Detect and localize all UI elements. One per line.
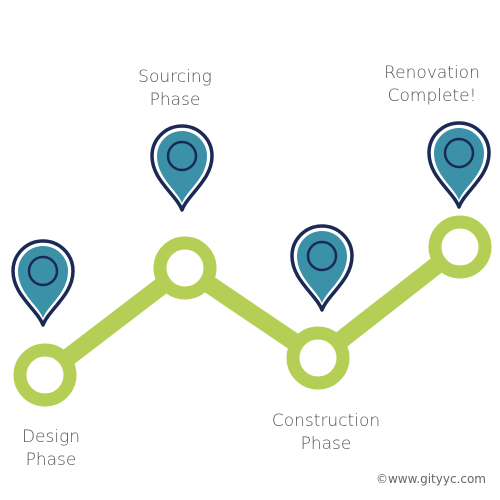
milestone-node-construction — [286, 326, 350, 390]
milestone-label-line2: Phase — [149, 89, 201, 110]
timeline-path — [36, 238, 469, 384]
milestone-label-design: Design Phase — [22, 426, 80, 472]
milestone-label-line2: Phase — [300, 433, 352, 454]
milestone-node-design — [13, 343, 77, 407]
map-pin-icon — [290, 224, 354, 312]
milestone-label-renovation: Renovation Complete! — [384, 62, 480, 108]
milestone-label-line2: Complete! — [387, 85, 477, 106]
milestone-label-line1: Renovation — [384, 63, 480, 83]
copyright-text: ©www.gityyc.com — [375, 472, 486, 486]
milestone-label-line2: Phase — [25, 449, 77, 470]
map-pin-icon — [427, 121, 491, 209]
map-pin-icon — [150, 124, 214, 212]
milestone-node-renovation — [428, 215, 492, 279]
milestone-label-line1: Sourcing — [138, 67, 212, 87]
milestone-label-construction: Construction Phase — [272, 410, 380, 456]
milestone-label-line1: Construction — [271, 411, 381, 431]
milestone-node-sourcing — [153, 236, 217, 300]
milestone-label-line1: Design — [21, 427, 81, 447]
map-pin-icon — [11, 239, 75, 327]
milestone-label-sourcing: Sourcing Phase — [138, 66, 212, 112]
